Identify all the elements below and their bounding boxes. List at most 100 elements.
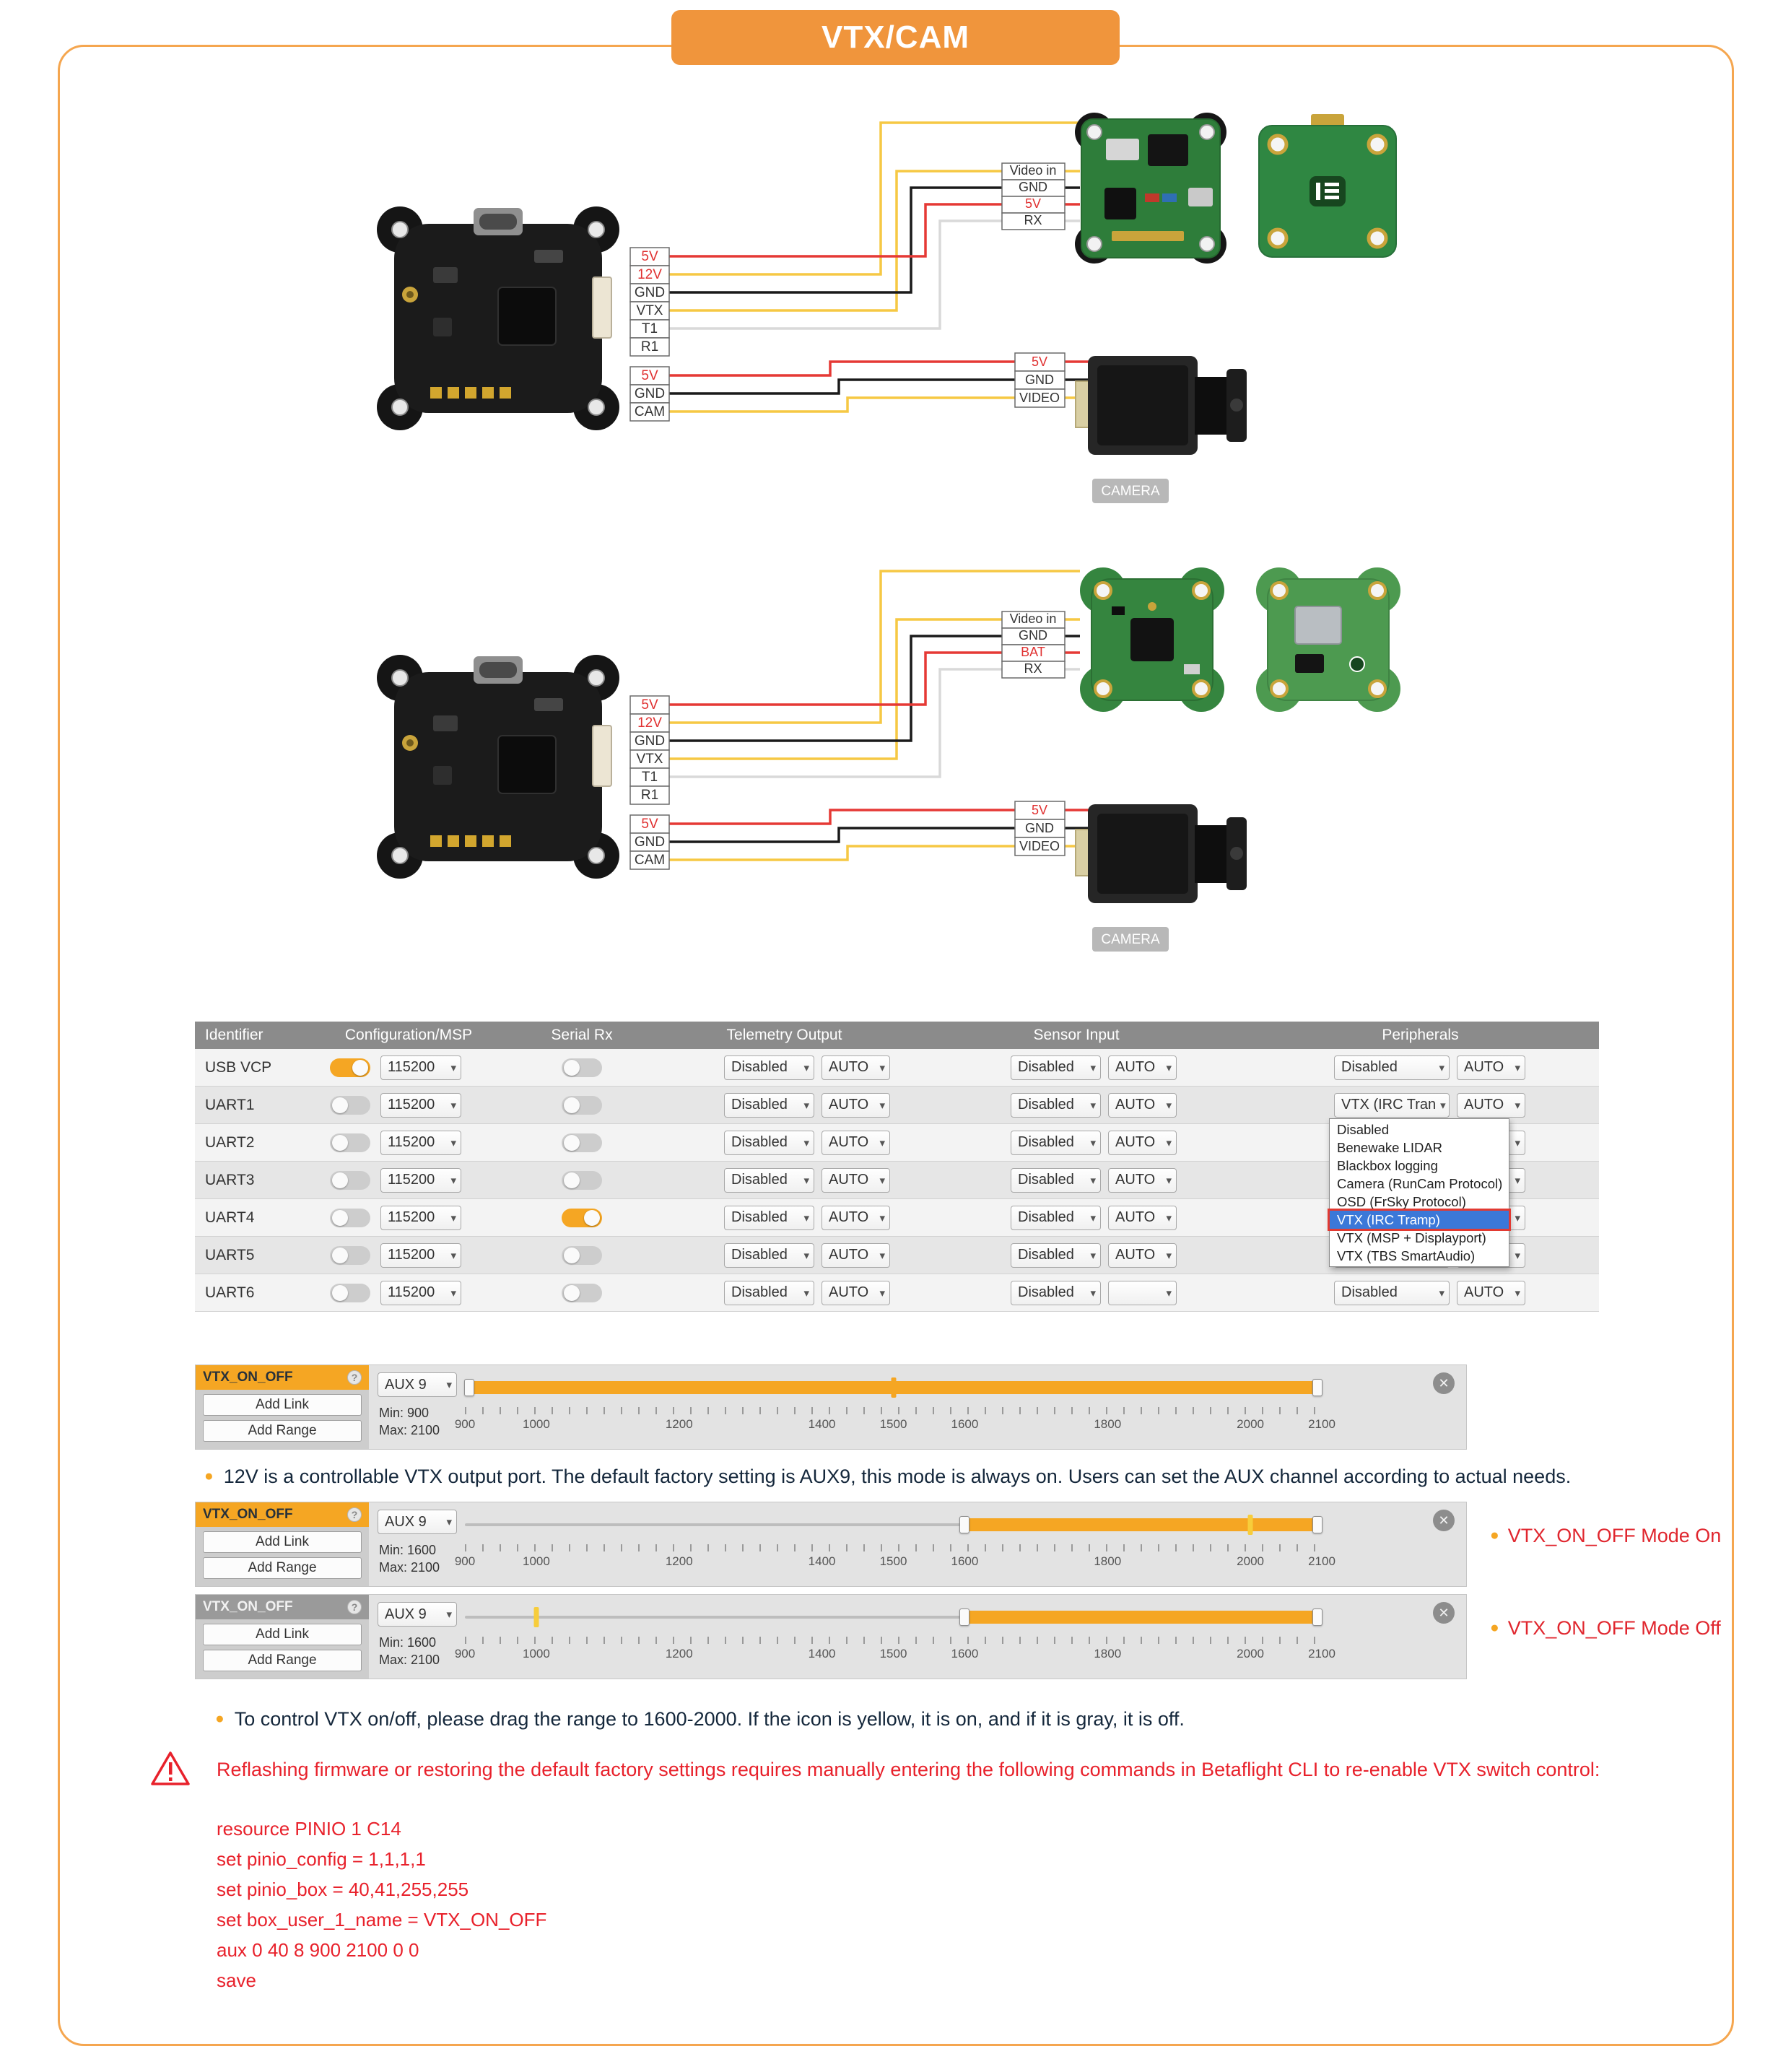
sensor-select[interactable]: Disabled	[1011, 1280, 1101, 1305]
telemetry-baud-select[interactable]: AUTO	[822, 1130, 890, 1155]
add-range-button[interactable]: Add Range	[203, 1650, 362, 1671]
serial-rx-toggle[interactable]	[562, 1095, 602, 1115]
peripheral-select[interactable]: VTX (IRC Tran	[1334, 1092, 1450, 1118]
mode-header: VTX_ON_OFF ?	[196, 1595, 369, 1619]
help-icon[interactable]: ?	[347, 1370, 362, 1385]
help-icon[interactable]: ?	[347, 1600, 362, 1614]
peripheral-baud-select[interactable]: AUTO	[1457, 1055, 1525, 1080]
sensor-select[interactable]: Disabled	[1011, 1167, 1101, 1193]
pin-label: Video in	[1010, 163, 1057, 178]
telemetry-baud-select[interactable]: AUTO	[822, 1167, 890, 1193]
sensor-select[interactable]: Disabled	[1011, 1092, 1101, 1118]
baud-select[interactable]: 115200	[380, 1055, 461, 1080]
camera-pin-box: 5V GND VIDEO	[1014, 352, 1066, 408]
telemetry-baud-select[interactable]: AUTO	[822, 1092, 890, 1118]
telemetry-select[interactable]: Disabled	[724, 1242, 814, 1268]
telemetry-select[interactable]: Disabled	[724, 1092, 814, 1118]
msp-toggle[interactable]	[330, 1283, 370, 1302]
dropdown-option-selected[interactable]: VTX (IRC Tramp)	[1328, 1209, 1511, 1231]
range-handle-max[interactable]	[1312, 1379, 1323, 1396]
telemetry-select[interactable]: Disabled	[724, 1205, 814, 1230]
dropdown-option[interactable]: Disabled	[1337, 1122, 1389, 1137]
mode-on-label: ● VTX_ON_OFF Mode On	[1490, 1525, 1722, 1546]
serial-rx-toggle[interactable]	[562, 1058, 602, 1077]
serial-rx-toggle[interactable]	[562, 1208, 602, 1227]
add-range-button[interactable]: Add Range	[203, 1420, 362, 1442]
serial-rx-toggle[interactable]	[562, 1245, 602, 1265]
dropdown-option[interactable]: OSD (FrSky Protocol)	[1337, 1194, 1466, 1209]
mode-panel-vtx-off: VTX_ON_OFF ? Add Link Add Range AUX 9 Mi…	[195, 1594, 1467, 1679]
header-telemetry-output: Telemetry Output	[726, 1027, 842, 1043]
range-minmax: Min: 1600 Max: 2100	[379, 1635, 440, 1667]
baud-select[interactable]: 115200	[380, 1167, 461, 1193]
peripheral-select[interactable]: Disabled	[1334, 1280, 1450, 1305]
dropdown-option[interactable]: VTX (TBS SmartAudio)	[1337, 1248, 1476, 1263]
tick-label: 1800	[1094, 1554, 1122, 1568]
add-range-button[interactable]: Add Range	[203, 1557, 362, 1579]
dropdown-option[interactable]: Camera (RunCam Protocol)	[1337, 1176, 1503, 1191]
msp-toggle[interactable]	[330, 1170, 370, 1190]
aux-channel-select[interactable]: AUX 9	[378, 1372, 457, 1397]
range-handle-min[interactable]	[959, 1516, 970, 1533]
peripheral-select[interactable]: Disabled	[1334, 1055, 1450, 1080]
dropdown-option[interactable]: Benewake LIDAR	[1337, 1140, 1443, 1155]
serial-rx-toggle[interactable]	[562, 1133, 602, 1152]
peripheral-baud-select[interactable]: AUTO	[1457, 1280, 1525, 1305]
range-handle-min[interactable]	[463, 1379, 474, 1396]
telemetry-baud-select[interactable]: AUTO	[822, 1205, 890, 1230]
sensor-baud-select[interactable]: AUTO	[1108, 1205, 1177, 1230]
telemetry-select[interactable]: Disabled	[724, 1055, 814, 1080]
sensor-baud-select[interactable]: AUTO	[1108, 1242, 1177, 1268]
sensor-select[interactable]: Disabled	[1011, 1242, 1101, 1268]
dropdown-option[interactable]: VTX (MSP + Displayport)	[1337, 1230, 1486, 1245]
msp-toggle[interactable]	[330, 1245, 370, 1265]
add-link-button[interactable]: Add Link	[203, 1531, 362, 1553]
close-icon[interactable]: ✕	[1433, 1510, 1455, 1531]
baud-select[interactable]: 115200	[380, 1092, 461, 1118]
msp-toggle[interactable]	[330, 1095, 370, 1115]
msp-toggle[interactable]	[330, 1208, 370, 1227]
aux-channel-select[interactable]: AUX 9	[378, 1602, 457, 1627]
serial-rx-toggle[interactable]	[562, 1283, 602, 1302]
telemetry-select[interactable]: Disabled	[724, 1130, 814, 1155]
telemetry-select[interactable]: Disabled	[724, 1280, 814, 1305]
range-handle-max[interactable]	[1312, 1609, 1323, 1626]
sensor-select[interactable]: Disabled	[1011, 1130, 1101, 1155]
header-sensor-input: Sensor Input	[1033, 1027, 1120, 1043]
telemetry-baud-select[interactable]: AUTO	[822, 1280, 890, 1305]
dropdown-option[interactable]: Blackbox logging	[1337, 1158, 1438, 1173]
baud-select[interactable]: 115200	[380, 1242, 461, 1268]
sensor-baud-select[interactable]: AUTO	[1108, 1092, 1177, 1118]
sensor-baud-select[interactable]	[1108, 1280, 1177, 1305]
baud-select[interactable]: 115200	[380, 1130, 461, 1155]
sensor-select[interactable]: Disabled	[1011, 1055, 1101, 1080]
tick-label: 1200	[665, 1417, 693, 1431]
telemetry-select[interactable]: Disabled	[724, 1167, 814, 1193]
add-link-button[interactable]: Add Link	[203, 1394, 362, 1416]
range-handle-max[interactable]	[1312, 1516, 1323, 1533]
baud-select[interactable]: 115200	[380, 1280, 461, 1305]
range-handle-min[interactable]	[959, 1609, 970, 1626]
help-icon[interactable]: ?	[347, 1507, 362, 1522]
msp-toggle[interactable]	[330, 1133, 370, 1152]
serial-rx-toggle[interactable]	[562, 1170, 602, 1190]
tick-label: 1600	[951, 1647, 979, 1660]
sensor-baud-select[interactable]: AUTO	[1108, 1130, 1177, 1155]
sensor-baud-select[interactable]: AUTO	[1108, 1167, 1177, 1193]
sensor-baud-select[interactable]: AUTO	[1108, 1055, 1177, 1080]
aux-channel-select[interactable]: AUX 9	[378, 1510, 457, 1534]
peripheral-baud-select[interactable]: AUTO	[1457, 1092, 1525, 1118]
port-identifier: UART4	[205, 1209, 255, 1226]
sensor-select[interactable]: Disabled	[1011, 1205, 1101, 1230]
bullet-icon: ●	[1490, 1527, 1499, 1544]
msp-toggle[interactable]	[330, 1058, 370, 1077]
add-link-button[interactable]: Add Link	[203, 1624, 362, 1645]
close-icon[interactable]: ✕	[1433, 1372, 1455, 1394]
telemetry-baud-select[interactable]: AUTO	[822, 1055, 890, 1080]
close-icon[interactable]: ✕	[1433, 1602, 1455, 1624]
telemetry-baud-select[interactable]: AUTO	[822, 1242, 890, 1268]
baud-select[interactable]: 115200	[380, 1205, 461, 1230]
